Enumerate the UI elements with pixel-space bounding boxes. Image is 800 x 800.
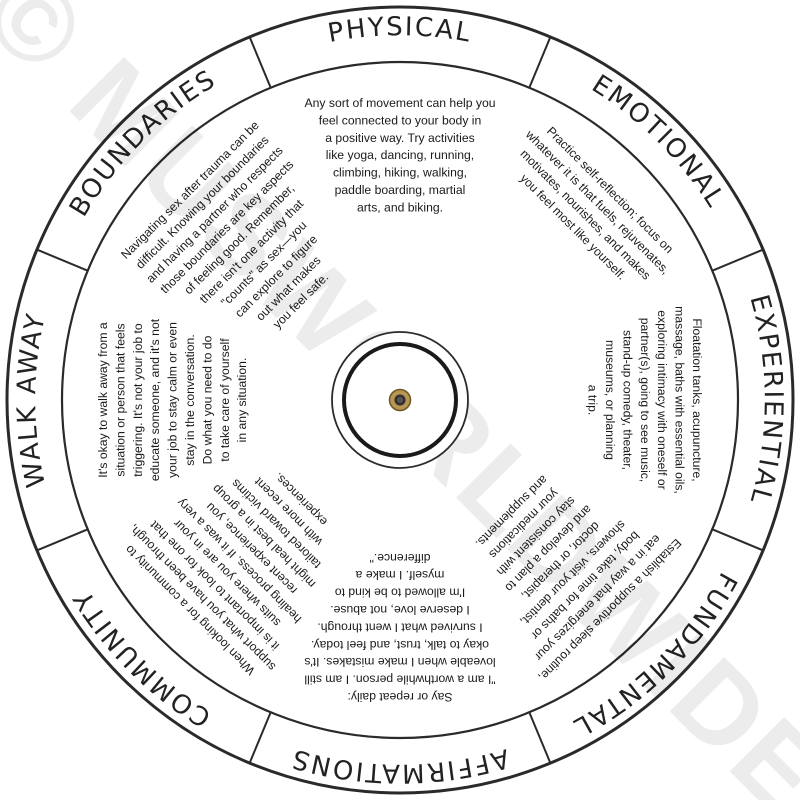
description-line: your job to stay calm or even [166,322,180,478]
description-line: difference." [369,551,430,565]
section-description: Any sort of movement can help you feel co… [304,96,495,214]
wheel-label-band-inner [60,60,740,740]
description-line: Floatation tanks, acupuncture, [690,318,704,481]
description-line: triggering. It's not your job to [131,323,145,477]
description-line: situation or person that feels [113,323,127,476]
section-dividers [36,36,764,764]
description-line: It's okay to walk away from a [96,322,110,478]
description-line: museums, or planning [603,340,617,460]
description-line: educate someone, and it's not [148,318,162,481]
description-line: stand-up comedy, theater, [620,330,634,470]
description-line: partner(s), going to see music, [638,318,652,483]
description-line: a positive way. Try activities [325,131,474,145]
center-hub[interactable] [331,331,469,469]
rivet-highlight [396,396,404,404]
description-line: exploring intimacy with oneself or [655,310,669,490]
description-line: to take care of yourself [218,338,232,462]
description-line: Do what you need to do [200,335,214,464]
description-line: loveable when I make mistakes. It's [304,655,495,669]
description-line: massage, baths with essential oils, [673,306,687,494]
hub-inner-ring [342,342,458,458]
description-line: in any situation. [235,358,249,443]
description-line: climbing, hiking, walking, [333,166,467,180]
description-line: I'm allowed to be kind to [335,586,466,600]
description-line: a trip. [586,385,600,415]
description-line: okay to talk, trust, and feel today. [311,638,489,652]
description-line: like yoga, dancing, running, [326,148,474,162]
description-line: "I am a worthwhile person. I am still [304,673,495,687]
section-description: Floatation tanks, acupuncture,massage, b… [586,306,704,494]
description-line: Say or repeat daily: [347,690,452,704]
description-line: Any sort of movement can help you [304,96,495,110]
description-line: myself. I make a [355,568,444,582]
description-line: paddle boarding, martial [335,183,466,197]
description-line: I survived what I went through. [317,620,482,634]
description-line: feel connected to your body in [319,113,482,127]
description-line: arts, and biking. [357,200,443,214]
section-description: Say or repeat daily: "I am a worthwhile p… [304,551,495,704]
description-line: stay in the conversation. [183,334,197,465]
description-line: I deserve love, not abuse. [330,603,470,617]
